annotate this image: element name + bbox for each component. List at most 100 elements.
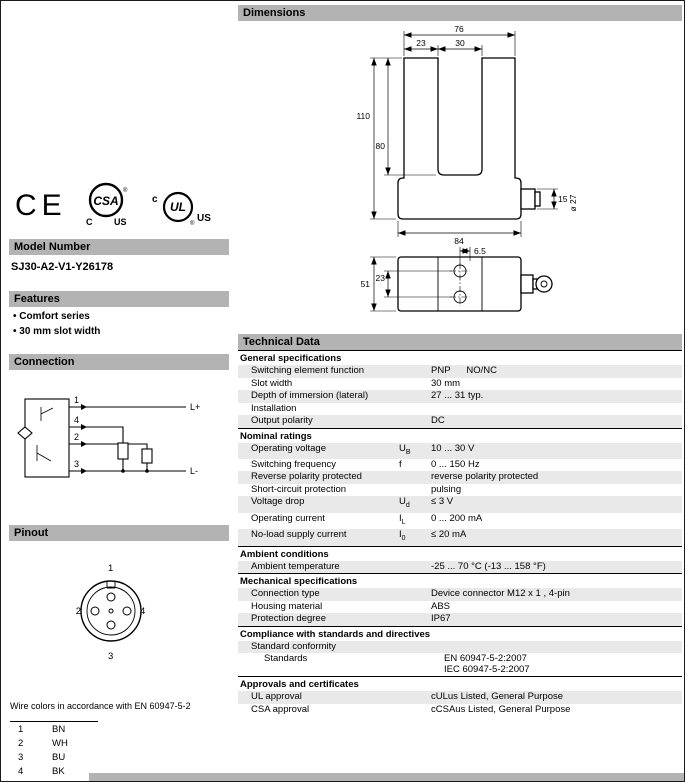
dimension-lines — [371, 32, 557, 311]
spec-label: Switching element function — [251, 365, 365, 376]
connection-pin-label: 4 — [74, 415, 79, 425]
connection-pin-label: 3 — [74, 459, 79, 469]
dim-label-base-width: 84 — [454, 236, 464, 246]
spec-section-title: General specifications — [238, 350, 682, 365]
spec-label: Ambient temperature — [251, 560, 340, 572]
ul-logo: c UL ® US — [152, 191, 211, 227]
spec-label: Voltage drop — [251, 496, 305, 508]
spec-value: reverse polarity protected — [431, 471, 539, 483]
connection-pin-label: 2 — [74, 432, 79, 442]
spec-symbol: UB — [399, 442, 411, 456]
spec-symbol — [399, 589, 431, 600]
spec-label: Protection degree — [251, 613, 326, 625]
center-hole — [108, 608, 114, 614]
model-number-header: Model Number — [9, 239, 229, 255]
wire-row: 3 BU — [10, 750, 98, 764]
spec-symbol: I0 — [399, 529, 406, 543]
spec-label: Slot width — [251, 377, 293, 389]
spec-label: Switching frequency — [251, 458, 337, 470]
dimensions-header: Dimensions — [238, 5, 682, 21]
wire-row: 4 BK — [10, 764, 98, 778]
keyway-notch — [106, 582, 116, 589]
pin-hole — [106, 592, 116, 602]
spec-symbol — [399, 614, 431, 625]
pin-hole — [122, 606, 132, 616]
csa-logo: CSA ® C US — [86, 182, 128, 227]
csa-registered-icon: ® — [123, 187, 128, 194]
spec-value: 0 ... 150 Hz — [431, 458, 480, 470]
sensor-symbol-icon — [17, 426, 33, 440]
spec-label: Installation — [251, 402, 297, 414]
connector-stub — [520, 188, 536, 210]
spec-label: Housing material — [251, 600, 323, 612]
csa-circle — [88, 182, 124, 218]
spec-symbol — [399, 391, 431, 402]
feature-item: Comfort series — [13, 311, 100, 322]
spec-symbol — [399, 366, 431, 377]
feature-item: 30 mm slot width — [13, 326, 100, 337]
spec-value: ≤ 20 mA — [431, 529, 467, 541]
features-list: Comfort series 30 mm slot width — [13, 311, 100, 341]
pinout-pin-label: 3 — [108, 651, 113, 662]
spec-label: Reverse polarity protected — [251, 471, 362, 483]
spec-value: ABS — [431, 600, 451, 612]
spec-row: Standard conformity — [238, 640, 682, 654]
spec-section-title: Ambient conditions — [238, 545, 682, 561]
spec-label: UL approval — [251, 691, 302, 703]
wire-color: WH — [52, 737, 68, 749]
dim-label-height: 110 — [356, 111, 370, 121]
wire-row: 2 WH — [10, 736, 98, 750]
connector-tip — [534, 191, 541, 207]
spec-section-title: Compliance with standards and directives — [238, 625, 682, 641]
wire-pin: 2 — [18, 737, 24, 749]
spec-label: Standards — [264, 653, 308, 665]
connection-header: Connection — [9, 354, 229, 370]
wire-2 — [69, 443, 148, 471]
wire-color: BU — [52, 751, 66, 763]
wire-color: BK — [52, 765, 65, 777]
dim-label-connector: 15 — [558, 194, 568, 204]
spec-value: cCSAus Listed, General Purpose — [431, 703, 571, 715]
spec-section-title: Mechanical specifications — [238, 573, 682, 589]
dim-label-diameter: ø 27 — [568, 194, 578, 211]
pin-hole — [106, 620, 116, 630]
spec-section-title: Nominal ratings — [238, 427, 682, 443]
spec-value — [431, 642, 682, 653]
spec-label: Standard conformity — [251, 640, 337, 652]
spec-symbol — [399, 416, 431, 427]
dimension-drawing: 76 23 30 110 80 84 15 ø 27 6.5 51 23 — [356, 24, 578, 312]
spec-row: Protection degree IP67 — [238, 613, 682, 626]
ul-circle — [162, 191, 194, 223]
spec-value: 10 ... 30 V — [431, 442, 475, 454]
spec-value: cULus Listed, General Purpose — [431, 691, 564, 703]
dim-label-depth: 51 — [361, 279, 371, 289]
pinout-pin-label: 1 — [108, 563, 113, 574]
spec-row: Reverse polarity protected reverse polari… — [238, 471, 682, 484]
output-stage-symbol — [36, 407, 54, 462]
spec-value — [431, 404, 682, 415]
spec-value: IP67 — [431, 613, 451, 625]
spec-symbol: Ud — [399, 496, 410, 510]
wire-pin: 4 — [18, 765, 24, 777]
spec-row: Installation — [238, 403, 682, 416]
wire-pin: 3 — [18, 751, 24, 763]
spec-section-title: Approvals and certificates — [238, 676, 682, 692]
spec-symbol — [399, 692, 431, 703]
spec-label: Connection type — [251, 588, 320, 600]
ul-us-label: US — [197, 213, 211, 224]
pinout-pin-label: 2 — [76, 606, 81, 617]
wire-color: BN — [52, 723, 66, 735]
spec-label: Short-circuit protection — [251, 483, 347, 495]
wire-arrow-icon — [81, 441, 87, 447]
dim-label-hole-spacing: 23 — [376, 273, 386, 283]
